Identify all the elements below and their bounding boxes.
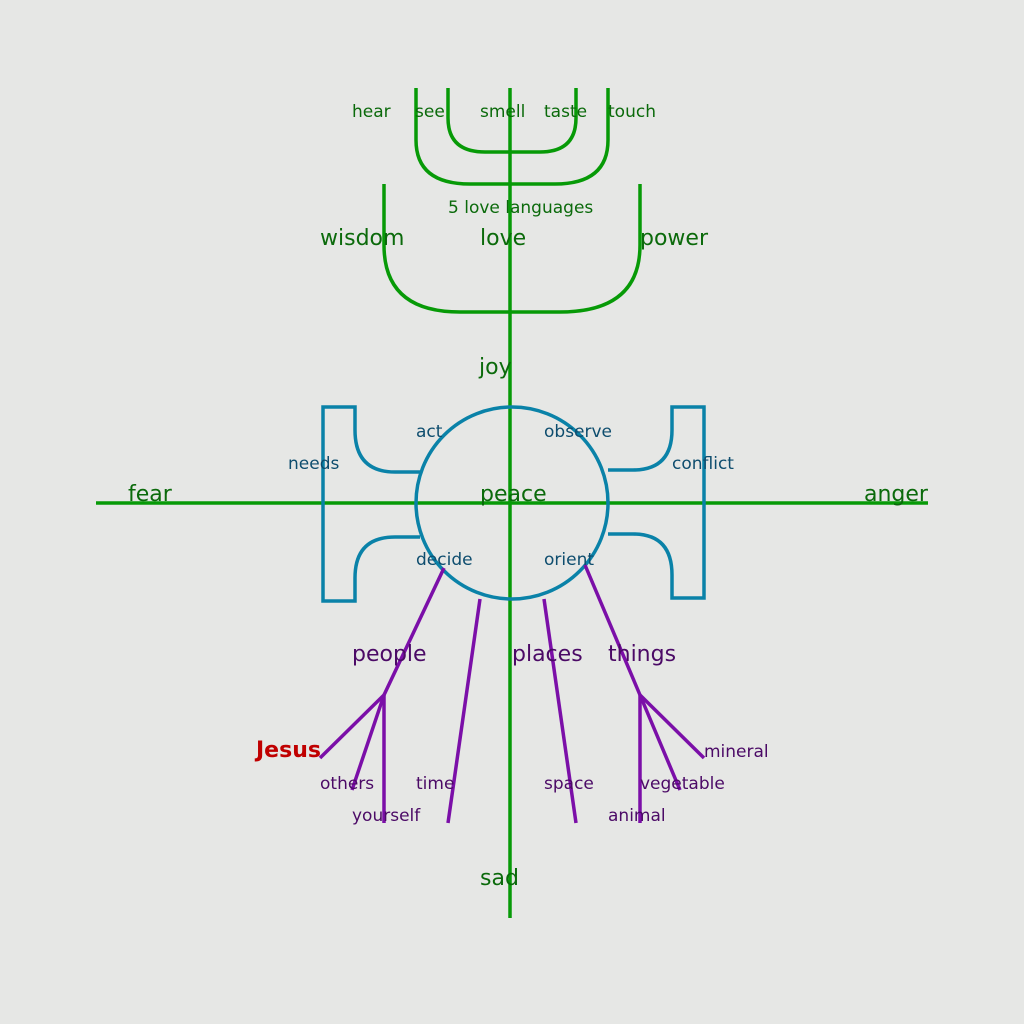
joy-label: joy bbox=[479, 355, 512, 380]
jesus-label: Jesus bbox=[256, 738, 321, 763]
see-label: see bbox=[415, 102, 445, 122]
wisdom-power-cup bbox=[382, 184, 642, 314]
five-love-languages-label: 5 love languages bbox=[448, 198, 594, 218]
mineral-label: mineral bbox=[704, 742, 769, 762]
peace-label: peace bbox=[480, 482, 547, 507]
people-branch-line bbox=[382, 567, 446, 696]
places-label: places bbox=[512, 642, 583, 667]
others-branch-line bbox=[350, 694, 386, 791]
vegetable-label: vegetable bbox=[640, 774, 725, 794]
observe-label: observe bbox=[544, 422, 613, 442]
time-branch-line bbox=[446, 598, 482, 824]
senses-outer-cup bbox=[414, 88, 610, 186]
taste-label: taste bbox=[544, 102, 588, 122]
hear-label: hear bbox=[352, 102, 391, 122]
people-label: people bbox=[352, 642, 427, 667]
conflict-label: conflict bbox=[672, 454, 734, 474]
things-label: things bbox=[608, 642, 677, 667]
fear-label: fear bbox=[128, 482, 172, 507]
anger-label: anger bbox=[864, 482, 928, 507]
space-branch-line bbox=[542, 598, 578, 824]
space-label: space bbox=[544, 774, 594, 794]
yourself-label: yourself bbox=[352, 806, 421, 826]
sad-label: sad bbox=[480, 866, 519, 891]
things-branch-line bbox=[583, 564, 642, 696]
time-label: time bbox=[416, 774, 455, 794]
decide-label: decide bbox=[416, 550, 473, 570]
animal-label: animal bbox=[608, 806, 666, 826]
act-label: act bbox=[416, 422, 443, 442]
senses-inner-cup bbox=[446, 88, 578, 154]
others-label: others bbox=[320, 774, 375, 794]
touch-label: touch bbox=[608, 102, 656, 122]
power-label: power bbox=[640, 226, 708, 251]
wisdom-label: wisdom bbox=[320, 226, 405, 251]
mineral-branch-line bbox=[638, 693, 706, 760]
vegetable-branch-line bbox=[638, 694, 682, 791]
peace-circle bbox=[414, 405, 610, 601]
love-label: love bbox=[480, 226, 527, 251]
needs-label: needs bbox=[288, 454, 340, 474]
conflict-bracket bbox=[608, 405, 706, 600]
smell-label: smell bbox=[480, 102, 526, 122]
jesus-branch-line bbox=[318, 693, 386, 760]
orient-label: orient bbox=[544, 550, 595, 570]
needs-bracket bbox=[321, 405, 420, 603]
